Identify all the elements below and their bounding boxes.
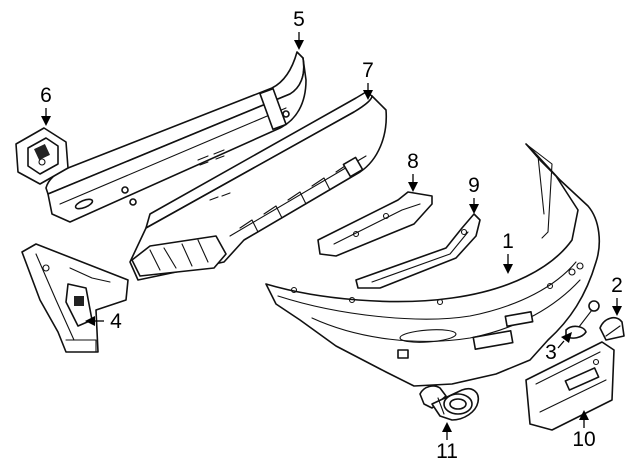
part-6-bracket[interactable] [15,127,69,185]
callout-8[interactable]: 8 [407,150,419,192]
callout-11-label: 11 [436,440,458,463]
callout-7-label: 7 [362,59,374,82]
callout-4-label: 4 [110,310,122,333]
callout-9[interactable]: 9 [468,174,480,214]
part-8-mount-bracket[interactable] [317,191,433,257]
part-11-parking-sensor[interactable] [419,385,480,421]
callout-7[interactable]: 7 [362,59,374,100]
callout-6-label: 6 [40,84,52,107]
callout-1[interactable]: 1 [502,230,514,274]
part-9-mount-bracket[interactable] [355,213,481,289]
part-7-energy-absorber[interactable] [129,91,388,281]
callout-4[interactable]: 4 [85,310,122,333]
part-10-license-bracket[interactable] [525,341,615,431]
callout-3[interactable]: 3 [545,332,572,364]
callout-8-label: 8 [407,150,419,173]
part-4-side-bracket[interactable] [21,243,129,353]
callout-1-label: 1 [502,230,514,253]
part-1-bumper-cover[interactable] [265,143,601,387]
part-2-cap[interactable] [599,316,625,341]
callout-2-label: 2 [611,274,623,297]
callout-10-label: 10 [572,428,595,451]
callout-11[interactable]: 11 [436,422,458,463]
callout-10[interactable]: 10 [572,410,596,451]
callout-2[interactable]: 2 [611,274,623,316]
callout-9-label: 9 [468,174,480,197]
callout-3-label: 3 [545,341,557,364]
callout-5-label: 5 [293,8,305,31]
part-3-bolt[interactable] [565,300,600,339]
callout-5[interactable]: 5 [293,8,305,50]
callout-6[interactable]: 6 [40,84,52,126]
